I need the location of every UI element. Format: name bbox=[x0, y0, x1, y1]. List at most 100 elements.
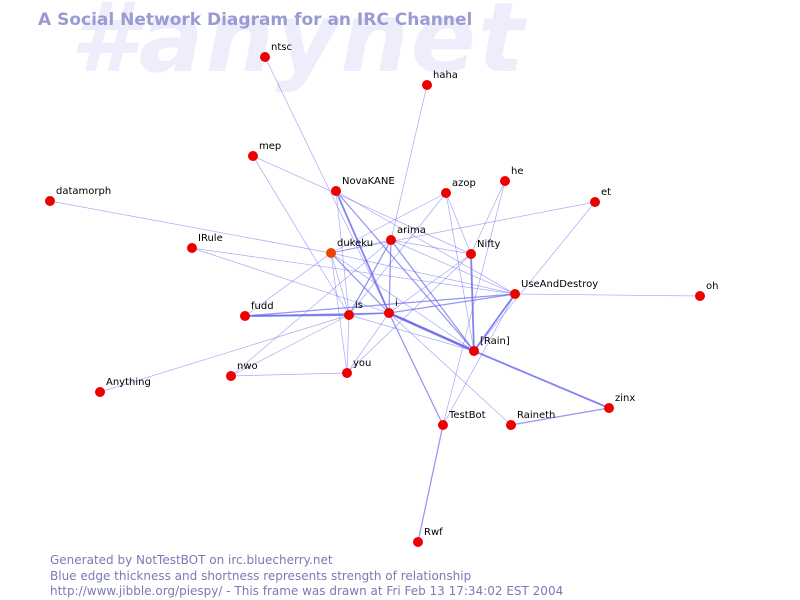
node-label-testbot: TestBot bbox=[448, 410, 486, 421]
edge-arima-is bbox=[348, 239, 392, 316]
edge-useanddestroy-fudd bbox=[244, 293, 516, 317]
node-label-anything: Anything bbox=[106, 377, 151, 388]
edge-dukeku-fudd bbox=[244, 252, 332, 317]
edge-dukeku-irain bbox=[330, 252, 475, 352]
node-label-he: he bbox=[511, 166, 524, 177]
node-dot-he bbox=[500, 176, 510, 186]
node-label-nwo: nwo bbox=[237, 361, 258, 372]
node-label-datamorph: datamorph bbox=[56, 186, 111, 197]
edge-novakane-i bbox=[335, 190, 390, 314]
node-label-zinx: zinx bbox=[615, 393, 635, 404]
footer-generated-by: Generated by NotTestBOT on irc.bluecherr… bbox=[50, 553, 333, 567]
node-dot-you bbox=[342, 368, 352, 378]
node-dot-mep bbox=[248, 151, 258, 161]
edge-fudd-i bbox=[244, 312, 390, 317]
edge-datamorph-dukeku bbox=[49, 200, 332, 254]
node-dukeku: dukeku bbox=[326, 238, 373, 258]
node-label-raineth: Raineth bbox=[517, 410, 555, 421]
node-dot-novakane bbox=[331, 186, 341, 196]
edge-is-nwo bbox=[230, 314, 350, 377]
edge-i-raineth bbox=[388, 312, 512, 426]
node-label-you: you bbox=[353, 358, 371, 369]
edge-mep-nifty bbox=[252, 155, 472, 255]
edge-azop-nifty bbox=[445, 192, 472, 255]
node-dot-anything bbox=[95, 387, 105, 397]
edge-dukeku-is bbox=[330, 252, 350, 316]
edge-arima-i bbox=[388, 239, 392, 314]
edge-testbot-rwf bbox=[417, 424, 444, 543]
node-i: i bbox=[384, 298, 398, 318]
node-mep: mep bbox=[248, 141, 281, 161]
node-irain: [Rain] bbox=[469, 336, 510, 356]
node-dot-irain bbox=[469, 346, 479, 356]
node-nifty: Nifty bbox=[466, 239, 501, 259]
node-zinx: zinx bbox=[604, 393, 635, 413]
node-label-azop: azop bbox=[452, 178, 476, 189]
node-label-arima: arima bbox=[397, 225, 426, 236]
edge-nifty-i bbox=[388, 253, 472, 314]
node-dot-irule bbox=[187, 243, 197, 253]
edge-et-irain bbox=[473, 201, 596, 352]
node-dot-nwo bbox=[226, 371, 236, 381]
node-you: you bbox=[342, 358, 371, 378]
edge-i-irain bbox=[388, 311, 475, 353]
node-label-i: i bbox=[395, 298, 398, 309]
edge-he-nifty bbox=[470, 180, 506, 255]
node-dot-oh bbox=[695, 291, 705, 301]
edge-dukeku-useanddestroy bbox=[330, 252, 516, 295]
diagram-title: A Social Network Diagram for an IRC Chan… bbox=[38, 10, 473, 30]
node-dot-datamorph bbox=[45, 196, 55, 206]
edge-haha-arima bbox=[390, 84, 428, 241]
node-datamorph: datamorph bbox=[45, 186, 111, 206]
edge-irule-useanddestroy bbox=[191, 247, 516, 295]
node-dot-haha bbox=[422, 80, 432, 90]
node-label-is: is bbox=[355, 300, 363, 311]
edge-i-testbot bbox=[388, 312, 444, 426]
footer-url-timestamp: http://www.jibble.org/piespy/ - This fra… bbox=[50, 584, 564, 598]
edges-layer bbox=[49, 56, 701, 543]
node-dot-i bbox=[384, 308, 394, 318]
edge-useanddestroy-i bbox=[388, 293, 516, 314]
node-label-useanddestroy: UseAndDestroy bbox=[521, 279, 598, 290]
edge-irain-zinx bbox=[473, 350, 610, 409]
edge-useanddestroy-testbot bbox=[442, 293, 516, 426]
node-raineth: Raineth bbox=[506, 410, 555, 430]
edge-azop-dukeku bbox=[330, 192, 447, 254]
node-label-oh: oh bbox=[706, 281, 718, 292]
edge-novakane-irain bbox=[335, 190, 475, 352]
node-label-nifty: Nifty bbox=[477, 239, 501, 250]
edge-dukeku-you bbox=[330, 252, 348, 374]
node-label-dukeku: dukeku bbox=[337, 238, 373, 249]
node-novakane: NovaKANE bbox=[331, 176, 395, 196]
edge-is-you bbox=[346, 314, 350, 374]
node-label-haha: haha bbox=[433, 70, 458, 81]
node-is: is bbox=[344, 300, 363, 320]
edge-is-irain bbox=[348, 314, 475, 352]
node-dot-fudd bbox=[240, 311, 250, 321]
edge-useanddestroy-irain bbox=[473, 293, 516, 352]
node-dot-nifty bbox=[466, 249, 476, 259]
node-label-et: et bbox=[601, 187, 611, 198]
edge-ntsc-i bbox=[264, 56, 390, 314]
node-label-irule: IRule bbox=[198, 233, 223, 244]
edge-novakane-is bbox=[335, 190, 350, 316]
node-haha: haha bbox=[422, 70, 458, 90]
node-label-novakane: NovaKANE bbox=[342, 176, 395, 187]
edge-arima-nifty bbox=[390, 239, 472, 255]
edge-dukeku-arima bbox=[330, 239, 392, 254]
footer-legend-note: Blue edge thickness and shortness repres… bbox=[50, 569, 472, 583]
edge-is-i bbox=[348, 312, 390, 316]
node-azop: azop bbox=[441, 178, 476, 198]
node-irule: IRule bbox=[187, 233, 223, 253]
node-fudd: fudd bbox=[240, 301, 274, 321]
node-label-mep: mep bbox=[259, 141, 281, 152]
edge-azop-irain bbox=[445, 192, 475, 352]
edge-dukeku-i bbox=[330, 252, 390, 314]
edge-novakane-useanddestroy bbox=[335, 190, 516, 295]
channel-watermark: #anynet bbox=[70, 0, 526, 94]
edge-mep-is bbox=[252, 155, 350, 316]
node-he: he bbox=[500, 166, 524, 186]
node-oh: oh bbox=[695, 281, 718, 301]
